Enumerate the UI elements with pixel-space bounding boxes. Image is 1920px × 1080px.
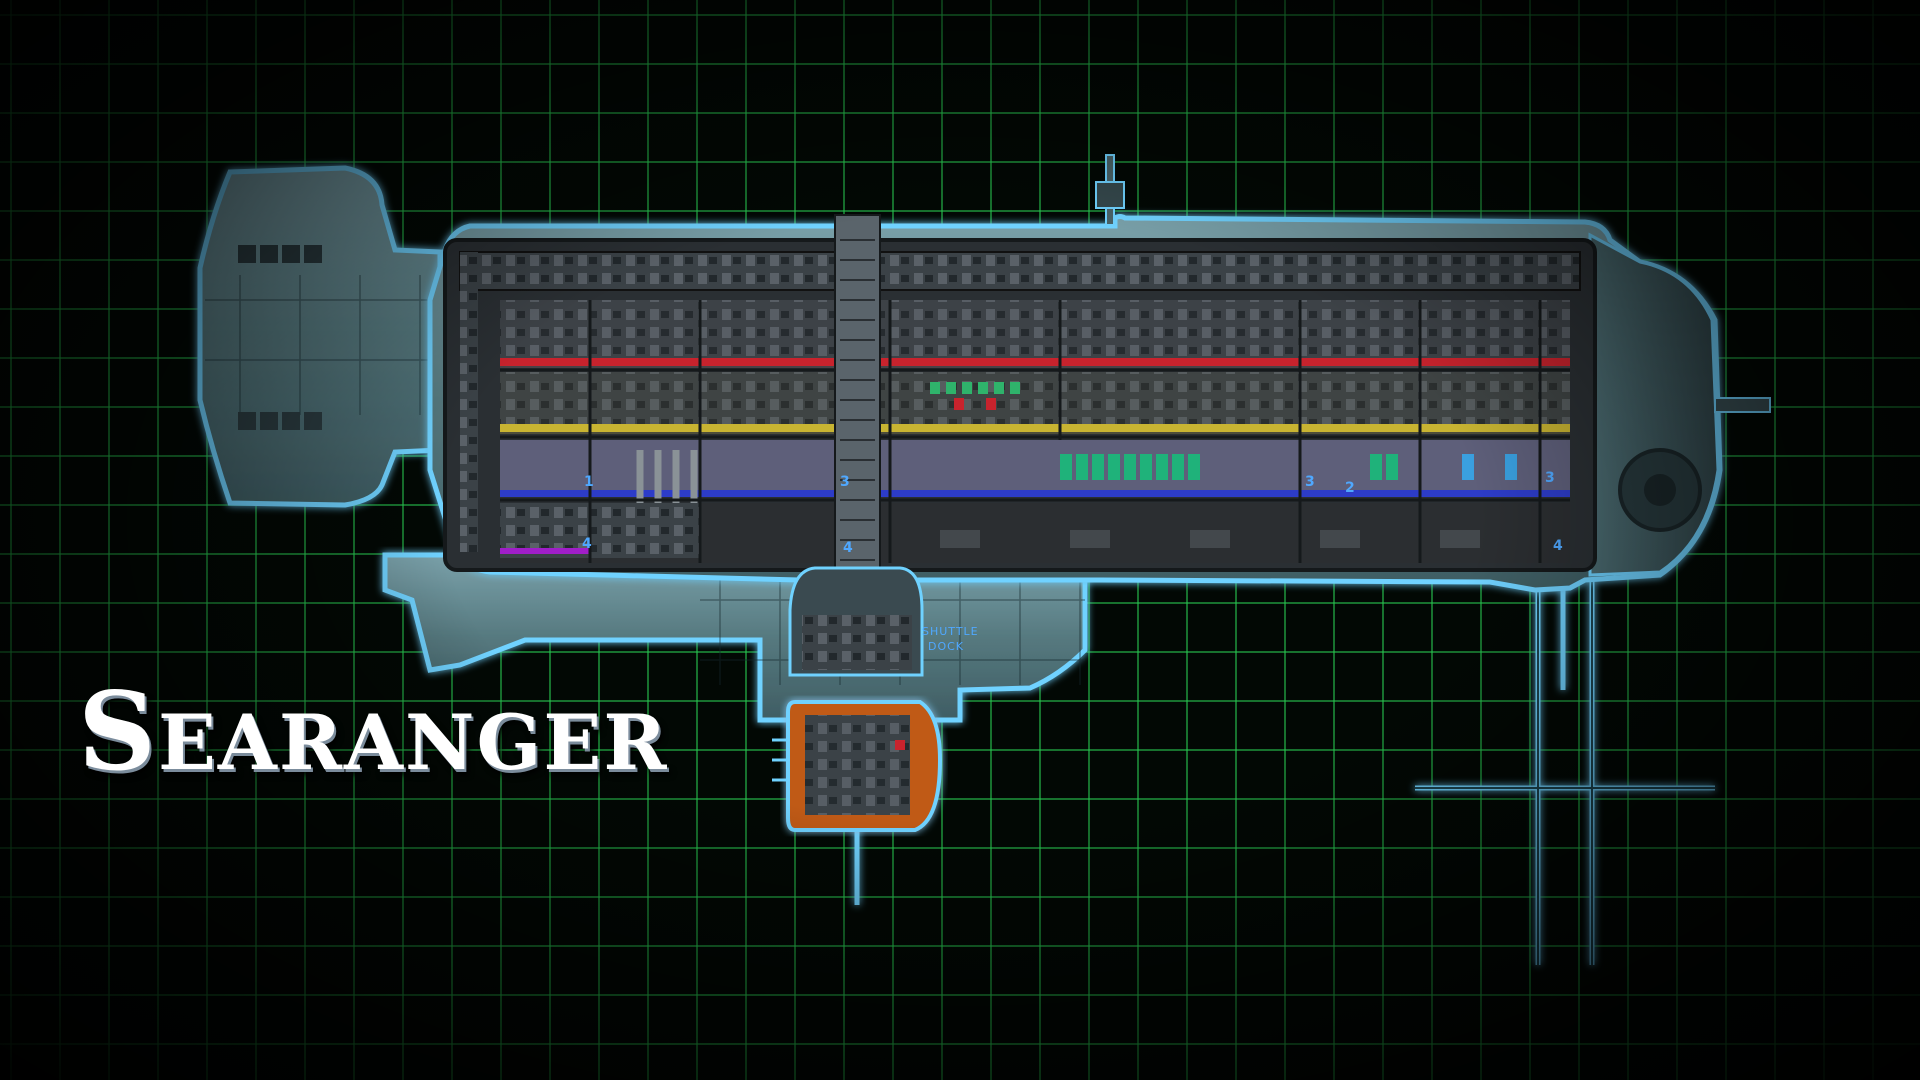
deck-1	[500, 300, 1570, 368]
svg-text:4: 4	[1553, 538, 1563, 554]
turret-icon	[1714, 397, 1771, 413]
svg-text:4: 4	[582, 536, 592, 552]
svg-text:1: 1	[584, 474, 594, 490]
deck-4	[500, 503, 1570, 563]
shuttle	[772, 700, 943, 832]
svg-text:2: 2	[1345, 480, 1355, 496]
deck-3	[500, 440, 1570, 505]
svg-text:3: 3	[1305, 474, 1315, 490]
svg-text:4: 4	[843, 540, 853, 556]
deck-2	[500, 372, 1570, 434]
svg-text:3: 3	[840, 474, 850, 490]
svg-text:3: 3	[1545, 470, 1555, 486]
shuttle-dock-label-2: DOCK	[928, 640, 964, 653]
ship-name-title: Searanger	[78, 669, 669, 795]
shuttle-dock-label: SHUTTLE	[922, 625, 979, 638]
